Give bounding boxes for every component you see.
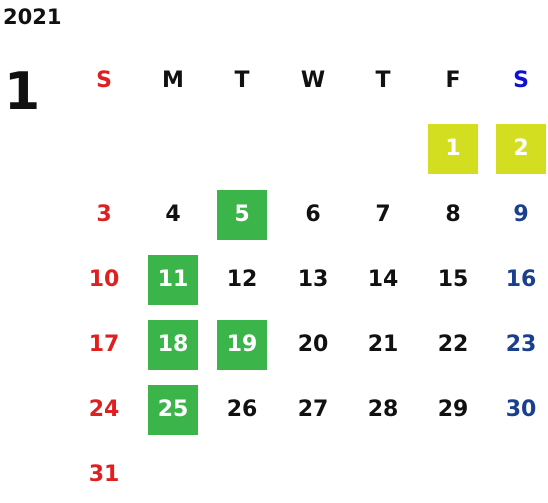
day-cell-highlighted[interactable]: 5 [217, 190, 267, 240]
day-cell[interactable]: 22 [437, 332, 469, 357]
day-cell[interactable]: 4 [165, 202, 181, 227]
day-cell[interactable]: 17 [88, 332, 120, 357]
day-cell[interactable]: 14 [367, 267, 399, 292]
day-cell-highlighted[interactable]: 1 [428, 124, 478, 174]
day-cell[interactable]: 28 [367, 397, 399, 422]
year-label: 2021 [3, 5, 62, 29]
day-cell[interactable]: 7 [375, 202, 391, 227]
day-cell-highlighted[interactable]: 18 [148, 320, 198, 370]
day-cell[interactable]: 31 [88, 462, 120, 487]
day-cell[interactable]: 10 [88, 267, 120, 292]
day-cell[interactable]: 27 [297, 397, 329, 422]
weekday-header: S [96, 68, 112, 93]
day-cell-highlighted[interactable]: 11 [148, 255, 198, 305]
day-cell[interactable]: 21 [367, 332, 399, 357]
weekday-header: S [513, 68, 529, 93]
weekday-header: W [300, 68, 326, 93]
day-cell[interactable]: 6 [305, 202, 321, 227]
day-cell-highlighted[interactable]: 2 [496, 124, 546, 174]
day-cell[interactable]: 29 [437, 397, 469, 422]
weekday-header: M [162, 68, 184, 93]
day-cell[interactable]: 8 [445, 202, 461, 227]
weekday-header: T [375, 68, 391, 93]
day-cell[interactable]: 23 [505, 332, 537, 357]
day-cell[interactable]: 16 [505, 267, 537, 292]
day-cell[interactable]: 24 [88, 397, 120, 422]
day-cell[interactable]: 30 [505, 397, 537, 422]
day-cell[interactable]: 12 [226, 267, 258, 292]
day-cell[interactable]: 13 [297, 267, 329, 292]
day-cell[interactable]: 20 [297, 332, 329, 357]
weekday-header: F [445, 68, 461, 93]
weekday-header: T [234, 68, 250, 93]
day-cell-highlighted[interactable]: 25 [148, 385, 198, 435]
month-number: 1 [4, 62, 41, 122]
day-cell-highlighted[interactable]: 19 [217, 320, 267, 370]
day-cell[interactable]: 15 [437, 267, 469, 292]
day-cell[interactable]: 26 [226, 397, 258, 422]
day-cell[interactable]: 9 [513, 202, 529, 227]
day-cell[interactable]: 3 [96, 202, 112, 227]
